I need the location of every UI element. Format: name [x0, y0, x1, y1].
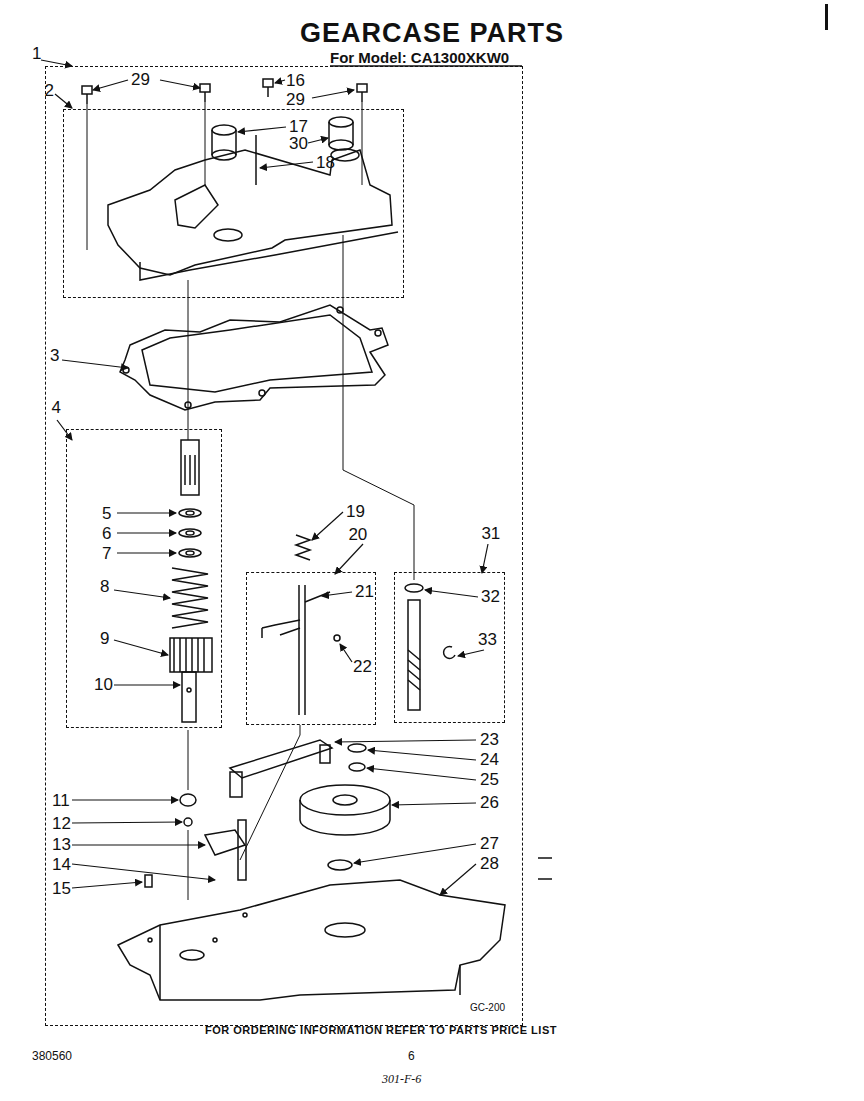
callout-number: 32: [481, 588, 500, 605]
callout-number: 28: [480, 855, 499, 872]
callout-number: 33: [478, 631, 497, 648]
callout-number: 11: [52, 792, 70, 809]
callout-number: 10: [94, 676, 113, 693]
page-note: 6: [408, 1050, 415, 1062]
callout-number: 2: [44, 82, 53, 99]
callout-number: 14: [52, 856, 71, 873]
page-note: GC-200: [470, 1003, 505, 1013]
callout-number: 15: [52, 880, 71, 897]
callout-number: 17: [289, 118, 308, 135]
callout-number: 29: [131, 71, 150, 88]
model-line: For Model: CA1300XKW0: [330, 50, 509, 65]
callout-number: 16: [286, 72, 305, 89]
callout-number: 21: [355, 583, 374, 600]
callout-number: 25: [480, 771, 499, 788]
callout-number: 6: [102, 525, 111, 542]
leader-lines: [41, 60, 488, 895]
callout-number: 5: [102, 505, 111, 522]
callout-number: 30: [289, 135, 308, 152]
callout-number: 24: [480, 751, 499, 768]
callout-number: 27: [480, 835, 499, 852]
callout-number: 3: [50, 347, 59, 364]
callout-number: 8: [100, 578, 109, 595]
callout-number: 9: [100, 630, 109, 647]
screws: [82, 79, 367, 104]
callout-number: 7: [102, 545, 111, 562]
dashed-assembly-box: 2: [63, 109, 404, 298]
callout-number: 26: [480, 794, 499, 811]
callout-number: 4: [51, 399, 60, 416]
footer-note: FOR ORDERING INFORMATION REFER TO PARTS …: [205, 1025, 557, 1036]
handwritten-note: 301-F-6: [382, 1073, 421, 1085]
callout-number: 20: [348, 526, 367, 543]
callout-number: 12: [52, 815, 71, 832]
diagram-title: GEARCASE PARTS: [0, 20, 864, 47]
callout-number: 31: [481, 525, 500, 542]
callout-number: 13: [52, 836, 71, 853]
callout-number: 23: [480, 731, 499, 748]
dashed-assembly-box: 12 4 20 31: [45, 66, 523, 1026]
callout-number: 1: [32, 45, 41, 62]
callout-number: 19: [346, 503, 365, 520]
callout-number: 29: [286, 91, 305, 108]
page-note: 380560: [32, 1050, 72, 1062]
callout-number: 18: [316, 154, 335, 171]
dashed-assembly-box: 4: [66, 429, 222, 728]
callout-number: 22: [353, 658, 372, 675]
